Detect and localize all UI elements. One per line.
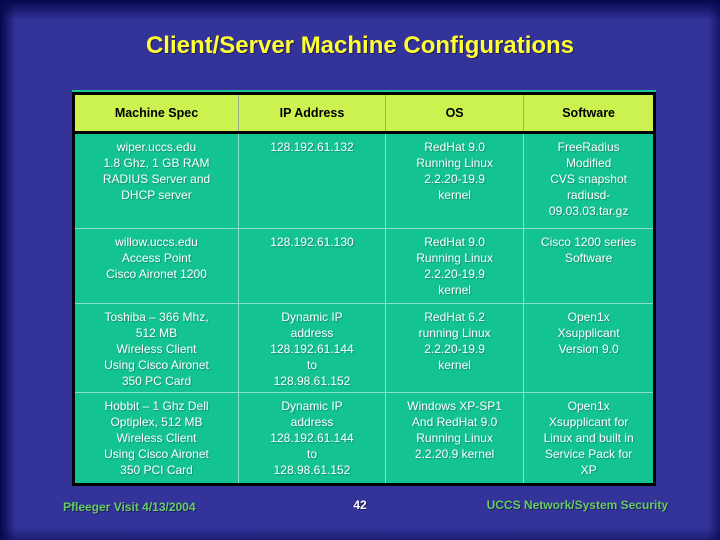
table-row-wiper: wiper.uccs.edu 1.8 Ghz, 1 GB RAM RADIUS … — [73, 132, 655, 229]
cell-machine-spec: Hobbit – 1 Ghz Dell Optiplex, 512 MB Wir… — [73, 392, 239, 485]
cell-software: Open1x Xsupplicant for Linux and built i… — [523, 392, 655, 485]
cell-machine-spec: willow.uccs.edu Access Point Cisco Airon… — [73, 228, 239, 304]
column-header-ip-address: IP Address — [238, 93, 386, 134]
table-row-toshiba: Toshiba – 366 Mhz, 512 MB Wireless Clien… — [73, 303, 655, 393]
cell-ip-address: 128.192.61.132 — [238, 132, 386, 229]
machine-config-table: Machine Spec IP Address OS Software wipe… — [72, 92, 656, 486]
footer-presenter-date: Pfleeger Visit 4/13/2004 — [63, 500, 196, 514]
cell-software: Open1x Xsupplicant Version 9.0 — [523, 303, 655, 393]
cell-software: FreeRadius Modified CVS snapshot radiusd… — [523, 132, 655, 229]
cell-os: RedHat 9.0 Running Linux 2.2.20-19.9 ker… — [384, 228, 524, 304]
cell-ip-address: Dynamic IP address 128.192.61.144 to 128… — [238, 303, 386, 393]
cell-os: RedHat 9.0 Running Linux 2.2.20-19.9 ker… — [384, 132, 524, 229]
footer-course-title: UCCS Network/System Security — [486, 498, 668, 512]
table-header-row: Machine Spec IP Address OS Software — [73, 93, 655, 134]
column-header-machine-spec: Machine Spec — [73, 93, 239, 134]
cell-os: RedHat 6.2 running Linux 2.2.20-19.9 ker… — [384, 303, 524, 393]
column-header-os: OS — [384, 93, 524, 134]
cell-machine-spec: Toshiba – 366 Mhz, 512 MB Wireless Clien… — [73, 303, 239, 393]
slide-number: 42 — [353, 498, 367, 512]
cell-machine-spec: wiper.uccs.edu 1.8 Ghz, 1 GB RAM RADIUS … — [73, 132, 239, 229]
table-row-willow: willow.uccs.edu Access Point Cisco Airon… — [73, 228, 655, 304]
cell-ip-address: 128.192.61.130 — [238, 228, 386, 304]
cell-ip-address: Dynamic IP address 128.192.61.144 to 128… — [238, 392, 386, 485]
table-row-hobbit: Hobbit – 1 Ghz Dell Optiplex, 512 MB Wir… — [73, 392, 655, 485]
column-header-software: Software — [523, 93, 655, 134]
slide-title: Client/Server Machine Configurations — [145, 32, 575, 59]
cell-os: Windows XP-SP1 And RedHat 9.0 Running Li… — [384, 392, 524, 485]
cell-software: Cisco 1200 series Software — [523, 228, 655, 304]
